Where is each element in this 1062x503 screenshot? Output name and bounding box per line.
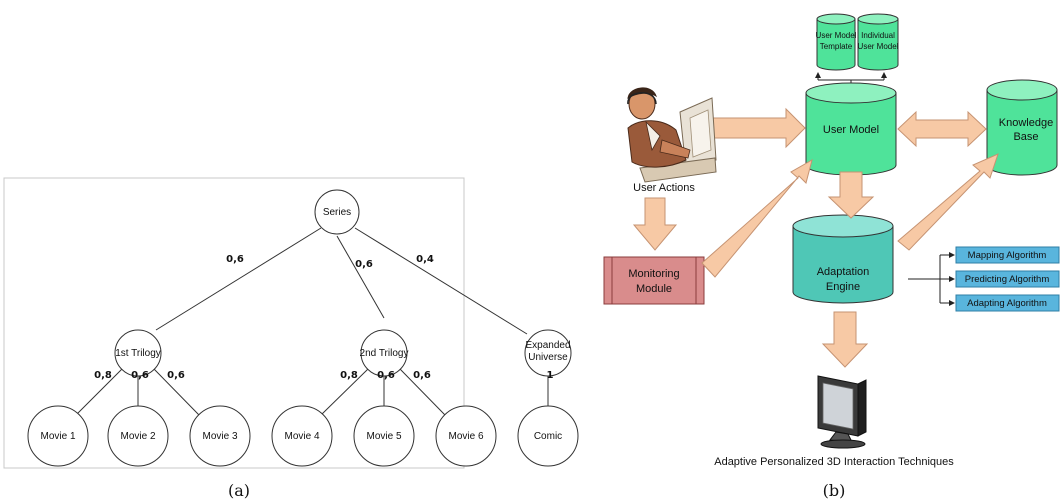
node-movie-4 [271,405,333,467]
weight-series-2nd: 0,6 [355,259,373,270]
label-expanded-universe-box: Expanded Universe [525,340,571,363]
label-template-line2: Template [820,42,853,51]
label-mapping-algorithm: Mapping Algorithm [968,250,1047,261]
node-2nd-trilogy [360,329,408,377]
node-expanded-universe [524,329,572,377]
cyl-user-model-template [816,13,856,71]
weight-2nd-m6: 0,6 [413,370,431,381]
label-adaptation-line1: Adaptation [817,266,870,278]
edge-2nd-m6 [399,368,446,416]
panel-b: User Model Template Individual User Mode… [603,13,1060,500]
weight-expanded-comic: 1 [547,370,554,381]
node-movie-1 [27,405,89,467]
label-series: Series [323,207,351,218]
edge-1st-m3 [153,368,200,416]
label-2nd-trilogy: 2nd Trilogy [360,348,409,359]
panel-a: Series 1st Trilogy 2nd Trilogy Expanded … [3,177,579,500]
arrow-usermodel-knowledgebase [897,110,987,148]
edge-2nd-m4 [320,368,369,416]
arrow-monitoring-to-usermodel [701,158,813,278]
caption-a: (a) [228,481,250,500]
arrow-engine-to-knowledgebase [897,153,999,251]
weight-1st-m3: 0,6 [167,370,185,381]
label-knowledge-line1: Knowledge [999,117,1053,129]
label-comic: Comic [534,431,562,442]
monitor-icon [817,375,867,449]
cyl-user-model [805,82,897,176]
label-movie-3: Movie 3 [202,431,237,442]
label-individual-line2: User Model [858,42,899,51]
caption-b: (b) [823,481,846,500]
node-movie-5 [353,405,415,467]
user-at-computer-icon [627,87,717,183]
algo-connectors [908,252,955,306]
node-series [314,189,360,235]
label-user-actions: User Actions [633,182,695,194]
label-expanded-universe: Expanded Universe [525,340,571,363]
label-user-model: User Model [823,124,879,136]
label-movie-5: Movie 5 [366,431,401,442]
monitoring-module-box [603,256,705,305]
node-comic [517,405,579,467]
label-adaptation-line2: Engine [826,281,860,293]
weight-1st-m1: 0,8 [94,370,112,381]
label-monitoring-line2: Module [636,283,672,295]
label-footer: Adaptive Personalized 3D Interaction Tec… [714,456,954,468]
label-monitoring-line1: Monitoring [628,268,679,280]
weight-2nd-m5: 0,6 [377,370,395,381]
edge-1st-m1 [75,368,123,416]
label-template-line1: User Model [816,31,857,40]
label-adapting-algorithm: Adapting Algorithm [967,298,1047,309]
label-movie-2: Movie 2 [120,431,155,442]
mapping-algorithm-box [955,246,1060,264]
tree-edges [75,227,549,416]
label-predicting-algorithm: Predicting Algorithm [965,274,1050,285]
label-knowledge-line2: Base [1013,131,1038,143]
weight-series-1st: 0,6 [226,254,244,265]
label-1st-trilogy: 1st Trilogy [115,348,161,359]
cyl-individual-user-model [857,13,899,71]
cyl-adaptation-engine [792,214,894,304]
edge-series-2nd [336,235,385,319]
weight-1st-m2: 0,6 [131,370,149,381]
node-movie-3 [189,405,251,467]
edge-series-1st [155,227,322,331]
label-individual-line1: Individual [861,31,895,40]
arrow-actions-to-monitoring [632,197,678,251]
predicting-algorithm-box [955,270,1060,288]
arrow-engine-to-display [821,311,869,368]
weight-series-expanded: 0,4 [416,254,434,265]
label-movie-1: Movie 1 [40,431,75,442]
node-movie-2 [107,405,169,467]
label-movie-4: Movie 4 [284,431,319,442]
edge-series-expanded [354,227,528,335]
weight-2nd-m4: 0,8 [340,370,358,381]
label-movie-6: Movie 6 [448,431,483,442]
arrow-usermodel-to-engine [827,171,875,219]
node-1st-trilogy [114,329,162,377]
arrow-user-to-usermodel [711,107,806,149]
node-movie-6 [435,405,497,467]
adapting-algorithm-box [955,294,1060,312]
